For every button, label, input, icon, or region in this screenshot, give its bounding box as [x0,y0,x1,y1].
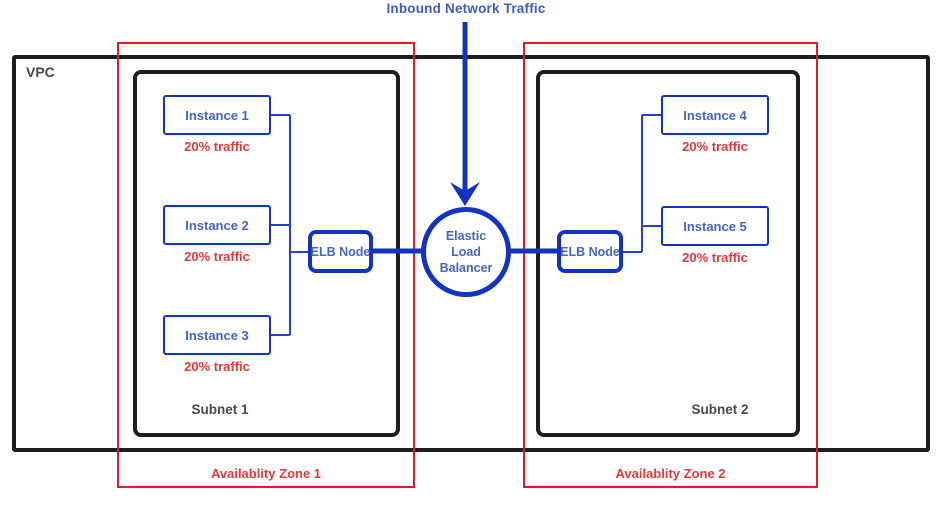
availability-zone-2-box: Availablity Zone 2 [523,42,818,488]
elastic-load-balancer-label: Elastic Load Balancer [439,228,493,276]
diagram-title: Inbound Network Traffic [386,1,546,16]
elb-node-2-box: ELB Node [557,230,623,273]
availability-zone-1-label: Availablity Zone 1 [210,466,322,481]
subnet-1-box [133,70,400,437]
subnet-1-label: Subnet 1 [191,402,249,417]
instance-2-traffic-label: 20% traffic [184,249,250,264]
instance-3-label: Instance 3 [185,327,249,343]
elb-node-1-label: ELB Node [310,244,371,259]
elb-node-1-box: ELB Node [308,230,373,273]
availability-zone-1-box: Availablity Zone 1 [117,42,415,488]
instance-2-label: Instance 2 [185,217,249,233]
instance-5-traffic-label: 20% traffic [682,250,748,265]
instance-3-box: Instance 3 [163,315,271,355]
instance-4-label: Instance 4 [683,107,747,123]
vpc-label: VPC [26,64,55,80]
availability-zone-2-label: Availablity Zone 2 [615,466,726,481]
instance-3-traffic-label: 20% traffic [184,359,250,374]
elastic-load-balancer-circle: Elastic Load Balancer [421,207,511,297]
elb-node-2-label: ELB Node [560,244,620,259]
instance-1-traffic-label: 20% traffic [184,139,250,154]
instance-5-label: Instance 5 [683,218,747,234]
instance-1-label: Instance 1 [185,107,249,123]
instance-4-traffic-label: 20% traffic [682,139,748,154]
vpc-box [12,55,930,452]
instance-2-box: Instance 2 [163,205,271,245]
instance-4-box: Instance 4 [661,95,769,135]
instance-5-box: Instance 5 [661,206,769,246]
subnet-2-label: Subnet 2 [691,402,749,417]
instance-1-box: Instance 1 [163,95,271,135]
subnet-2-box [536,70,800,437]
